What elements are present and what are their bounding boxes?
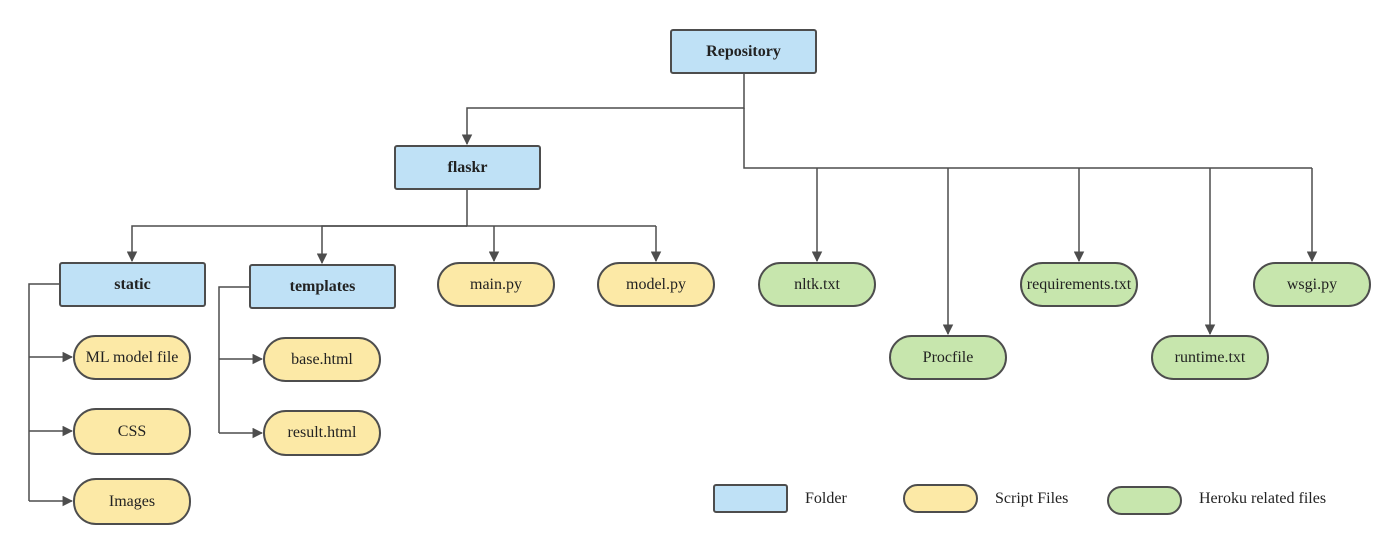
node-base-html: base.html (263, 337, 381, 382)
node-main-py: main.py (437, 262, 555, 307)
node-runtime-txt: runtime.txt (1151, 335, 1269, 380)
edge-repository-flaskr (461, 73, 745, 146)
node-procfile: Procfile (889, 335, 1007, 380)
node-static: static (59, 262, 206, 307)
edge-templates-bus (218, 286, 249, 433)
node-wsgi-py: wsgi.py (1253, 262, 1371, 307)
edge-flaskr-static (126, 225, 467, 263)
legend-heroku-swatch (1107, 486, 1182, 515)
legend-script-swatch (903, 484, 978, 513)
edge-static-bus (28, 283, 59, 501)
node-model-py: model.py (597, 262, 715, 307)
edge-repository-heroku-bus (743, 108, 1312, 169)
node-images: Images (73, 478, 191, 525)
legend-heroku-label: Heroku related files (1199, 490, 1327, 507)
node-nltk-txt: nltk.txt (758, 262, 876, 307)
legend-folder-swatch (713, 484, 788, 513)
node-requirements-txt: requirements.txt (1020, 262, 1138, 307)
edge-flaskr-templates (316, 225, 467, 265)
node-repository: Repository (670, 29, 817, 74)
node-templates: templates (249, 264, 396, 309)
edge-flaskr-bus (466, 190, 656, 227)
node-css: CSS (73, 408, 191, 455)
node-ml-model-file: ML model file (73, 335, 191, 380)
node-flaskr: flaskr (394, 145, 541, 190)
legend-folder-label: Folder (805, 490, 847, 507)
node-result-html: result.html (263, 410, 381, 456)
legend-script-label: Script Files (995, 490, 1069, 507)
